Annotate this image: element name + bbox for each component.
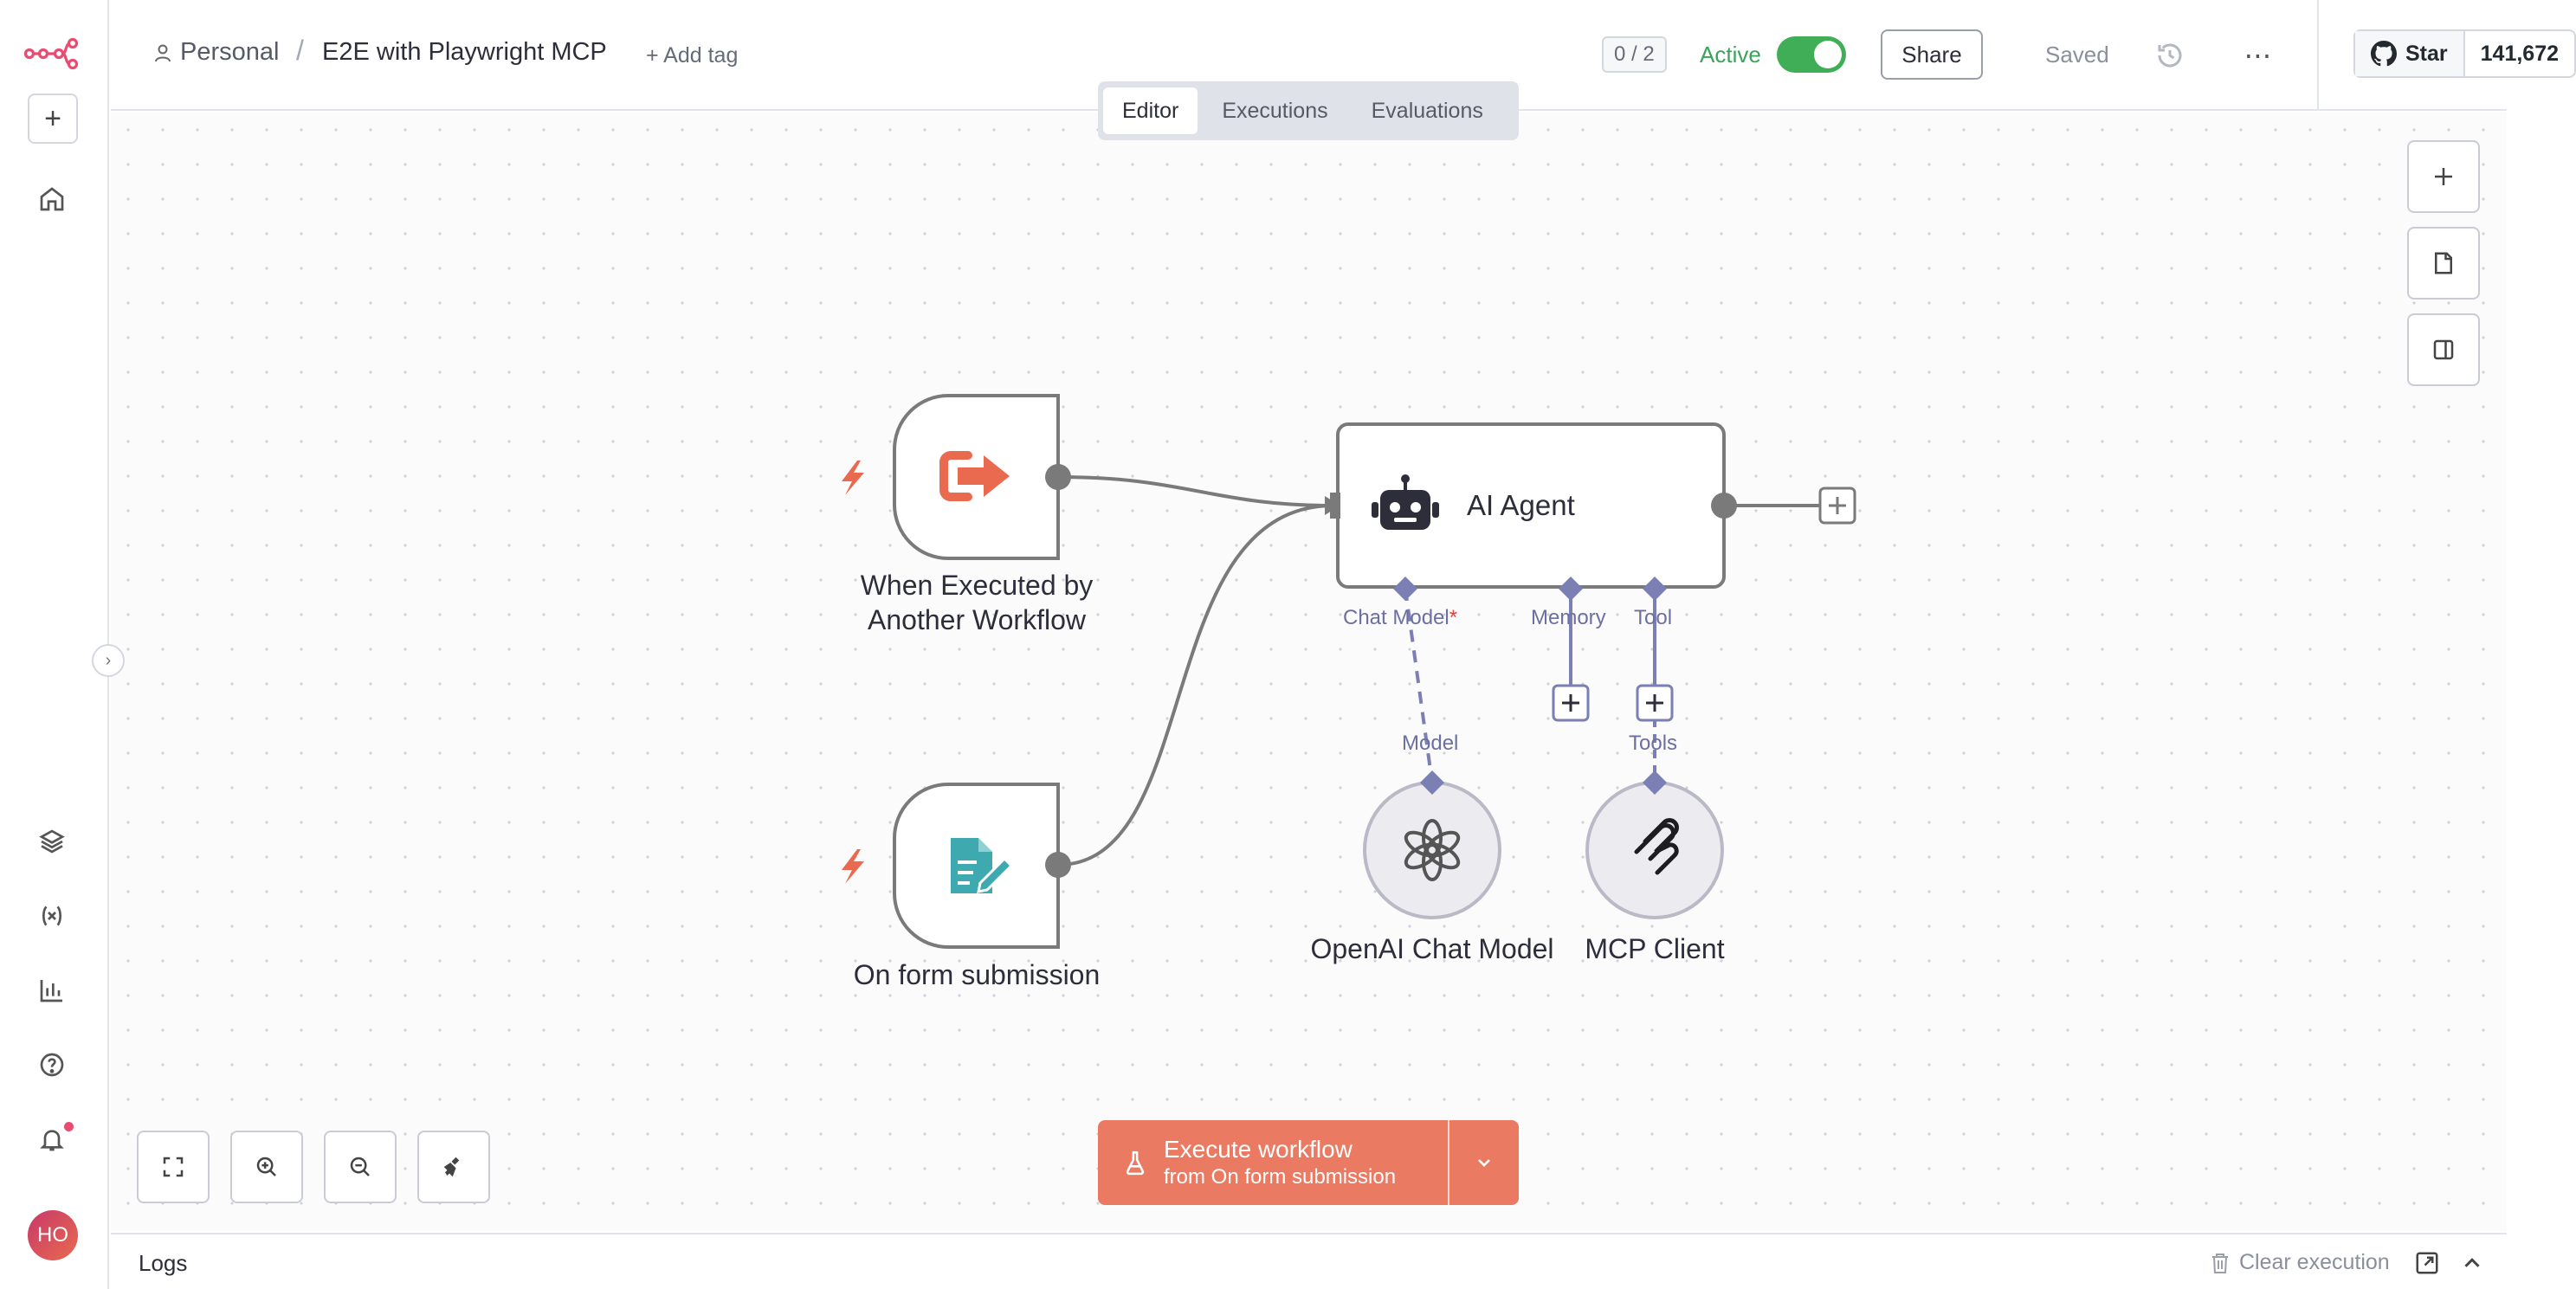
history-icon[interactable] bbox=[2154, 40, 2185, 71]
templates-icon[interactable] bbox=[35, 824, 69, 859]
node-label-ai-agent: AI Agent bbox=[1467, 489, 1575, 521]
sticky-note-button[interactable] bbox=[2407, 227, 2480, 300]
more-options-icon[interactable]: ⋯ bbox=[2244, 40, 2273, 71]
github-star-button[interactable]: Star bbox=[2355, 31, 2465, 76]
logs-panel-bar[interactable]: Logs Clear execution bbox=[111, 1233, 2507, 1289]
chevron-up-icon[interactable] bbox=[2459, 1250, 2485, 1276]
clear-execution-button[interactable]: Clear execution bbox=[2210, 1250, 2390, 1275]
node-label-line: When Executed by bbox=[860, 570, 1094, 601]
active-toggle[interactable] bbox=[1777, 36, 1846, 73]
add-node-button[interactable] bbox=[2407, 140, 2480, 213]
node-label-line: Another Workflow bbox=[868, 604, 1086, 635]
handle-label-memory: Memory bbox=[1531, 606, 1606, 629]
notifications-icon[interactable] bbox=[35, 1122, 69, 1157]
left-sidebar: + HO bbox=[0, 0, 109, 1289]
workflow-counter-badge: 0 / 2 bbox=[1602, 36, 1667, 73]
node-label-openai: OpenAI Chat Model bbox=[1310, 933, 1554, 964]
node-label-form-trigger: On form submission bbox=[853, 959, 1101, 990]
node-label-execute-trigger: When Executed by Another Workflow bbox=[838, 568, 1115, 637]
expand-sidebar-button[interactable]: › bbox=[92, 644, 125, 677]
notification-dot bbox=[64, 1122, 74, 1131]
workflow-title[interactable]: E2E with Playwright MCP bbox=[322, 38, 607, 66]
view-tabs: Editor Executions Evaluations bbox=[1098, 81, 1519, 140]
execute-workflow-button[interactable]: Execute workflow from On form submission bbox=[1098, 1120, 1448, 1205]
execute-workflow-button-group: Execute workflow from On form submission bbox=[1098, 1120, 1519, 1205]
active-label: Active bbox=[1700, 42, 1761, 68]
variables-icon[interactable] bbox=[35, 899, 69, 933]
panel-icon bbox=[2433, 339, 2454, 360]
tab-evaluations[interactable]: Evaluations bbox=[1371, 98, 1483, 123]
user-icon bbox=[155, 44, 171, 61]
trash-icon bbox=[2212, 1253, 2228, 1273]
node-label-mcp: MCP Client bbox=[1585, 933, 1725, 964]
home-icon[interactable] bbox=[35, 182, 69, 216]
execute-workflow-label: Execute workflow bbox=[1164, 1136, 1353, 1163]
zoom-out-icon bbox=[350, 1157, 370, 1176]
zoom-out-button[interactable] bbox=[324, 1131, 397, 1203]
toggle-panel-button[interactable] bbox=[2407, 313, 2480, 386]
breadcrumb-personal-label: Personal bbox=[180, 38, 280, 66]
pop-out-icon[interactable] bbox=[2414, 1250, 2440, 1276]
handle-label-chat-model: Chat Model* bbox=[1343, 606, 1457, 630]
tidy-up-button[interactable] bbox=[417, 1131, 490, 1203]
github-star-widget: Star 141,672 bbox=[2353, 29, 2576, 78]
handle-label-tools: Tools bbox=[1629, 732, 1678, 755]
user-avatar[interactable]: HO bbox=[28, 1210, 78, 1260]
saved-status: Saved bbox=[2045, 42, 2109, 68]
handle-label-tool: Tool bbox=[1634, 606, 1673, 629]
insights-icon[interactable] bbox=[35, 973, 69, 1008]
execute-workflow-sublabel: from On form submission bbox=[1164, 1165, 1397, 1189]
breadcrumb-personal[interactable]: Personal bbox=[154, 38, 279, 67]
flask-icon bbox=[1126, 1150, 1145, 1176]
execute-split-divider bbox=[1448, 1120, 1449, 1205]
breadcrumb-separator: / bbox=[296, 35, 304, 66]
add-tag-button[interactable]: + Add tag bbox=[646, 43, 739, 68]
github-icon bbox=[2371, 41, 2397, 67]
github-star-count[interactable]: 141,672 bbox=[2480, 41, 2560, 66]
help-icon[interactable] bbox=[35, 1047, 69, 1082]
clear-execution-label: Clear execution bbox=[2239, 1250, 2390, 1274]
tab-editor[interactable]: Editor bbox=[1103, 87, 1198, 134]
execute-options-dropdown[interactable] bbox=[1449, 1120, 1519, 1205]
github-star-label: Star bbox=[2405, 41, 2448, 66]
logs-title: Logs bbox=[139, 1250, 188, 1276]
tab-executions[interactable]: Executions bbox=[1222, 98, 1328, 123]
required-asterisk: * bbox=[1449, 606, 1458, 629]
handle-label-model: Model bbox=[1402, 732, 1459, 755]
sticky-note-icon bbox=[2435, 252, 2452, 274]
create-new-button[interactable]: + bbox=[28, 93, 78, 144]
n8n-logo[interactable] bbox=[23, 35, 80, 70]
fullscreen-icon bbox=[163, 1157, 184, 1177]
broom-icon bbox=[443, 1157, 460, 1177]
header-divider bbox=[2317, 0, 2319, 111]
handle-label-chat-model-text: Chat Model bbox=[1343, 606, 1449, 629]
workflow-canvas[interactable] bbox=[111, 113, 2507, 1231]
zoom-in-icon bbox=[256, 1157, 276, 1176]
share-button[interactable]: Share bbox=[1881, 29, 1983, 80]
chevron-down-icon bbox=[1478, 1159, 1490, 1167]
fit-view-button[interactable] bbox=[137, 1131, 210, 1203]
zoom-in-button[interactable] bbox=[230, 1131, 303, 1203]
